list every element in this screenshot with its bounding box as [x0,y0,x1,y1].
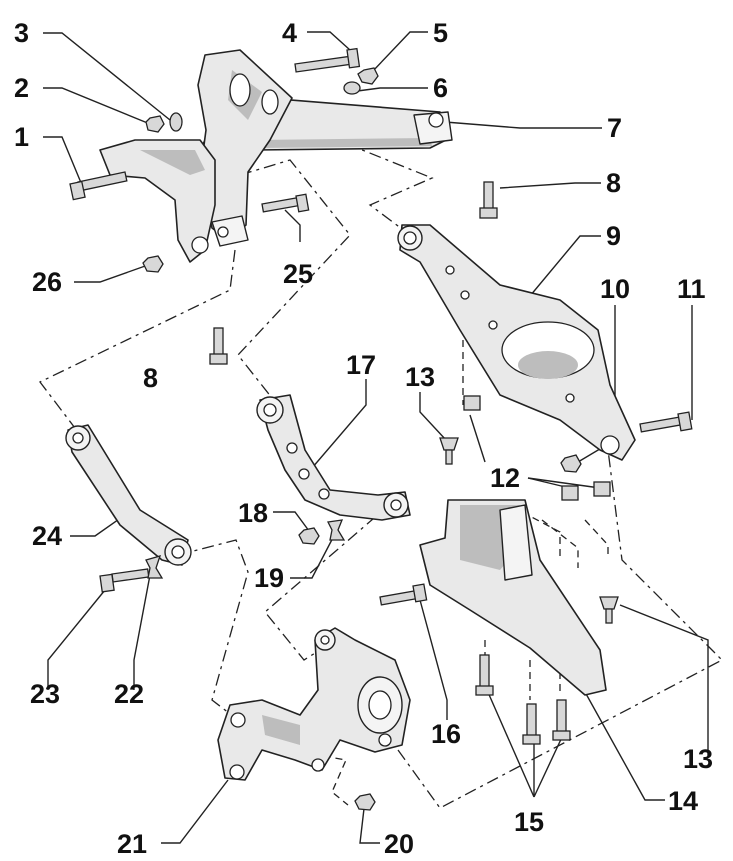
callout-12: 12 [490,463,520,493]
upper-transverse-link-part [256,394,411,521]
callout-8-middle: 8 [143,363,158,393]
callout-26: 26 [32,267,62,297]
trailing-link-part [65,424,192,566]
callout-25: 25 [283,259,313,289]
trailing-link-fasteners [99,555,164,593]
callout-22: 22 [114,679,144,709]
callout-3: 3 [14,18,29,48]
callout-17: 17 [346,350,376,380]
callout-15: 15 [514,807,544,837]
callout-20: 20 [384,829,414,859]
callout-10: 10 [600,274,630,304]
callout-2: 2 [14,73,29,103]
link-fasteners [439,395,693,624]
link-nut-washer [298,519,346,545]
leader-lines [43,31,709,844]
callout-1: 1 [14,122,29,152]
callout-numbers: 1 2 3 4 5 6 7 8 8 9 10 11 12 13 13 14 15… [14,18,713,859]
housing-fasteners [354,583,428,811]
callout-6: 6 [433,73,448,103]
callout-23: 23 [30,679,60,709]
callout-13-left: 13 [405,362,435,392]
callout-4: 4 [282,18,297,48]
callout-5: 5 [433,18,448,48]
underbody-cover-part [419,499,607,696]
callout-16: 16 [431,719,461,749]
cover-bolts [475,654,571,745]
lower-spring-link-part [397,224,636,461]
assembly-lines [39,124,724,809]
callout-21: 21 [117,829,147,859]
subframe-fasteners [69,47,498,365]
callout-18: 18 [238,498,268,528]
callout-8-top: 8 [606,168,621,198]
subframe-part [99,49,453,263]
callout-13-right: 13 [683,744,713,774]
callout-24: 24 [32,521,62,551]
callout-11: 11 [677,274,706,304]
callout-19: 19 [254,563,284,593]
callout-7: 7 [607,113,622,143]
wheel-bearing-housing-part [217,627,411,781]
callout-14: 14 [668,786,698,816]
callout-9: 9 [606,221,621,251]
